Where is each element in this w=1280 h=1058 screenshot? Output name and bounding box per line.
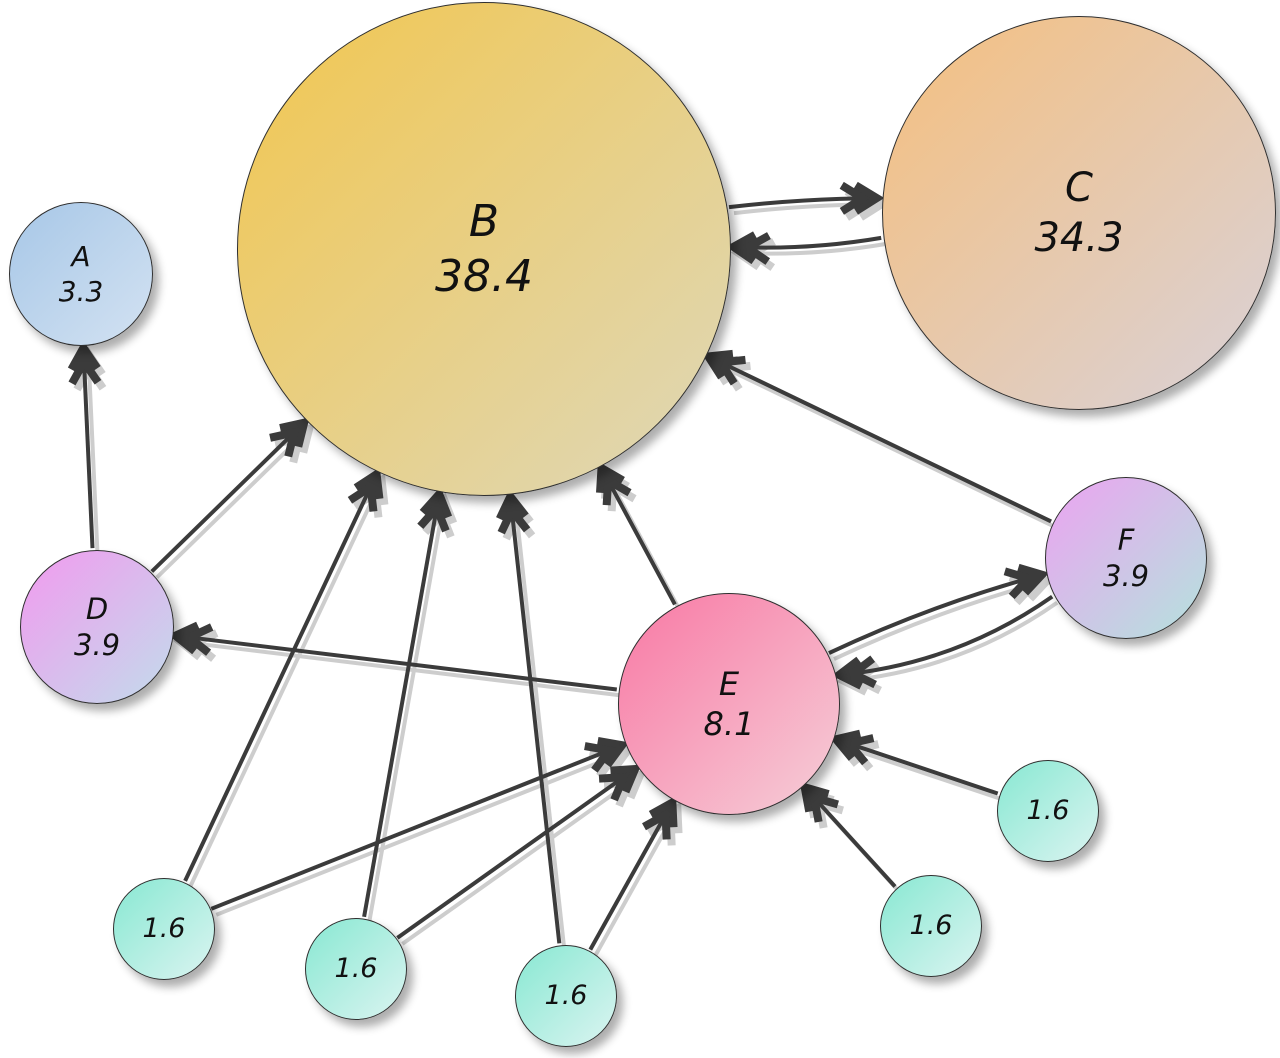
edge-I-B bbox=[508, 496, 562, 944]
edge-F-E bbox=[843, 600, 1059, 683]
node-1.6: 1.6 bbox=[305, 918, 407, 1020]
node-letter: C bbox=[1065, 165, 1093, 211]
arrowhead-I-E bbox=[642, 795, 678, 840]
node-letter: A bbox=[71, 240, 91, 273]
arrowhead-D-B bbox=[269, 417, 310, 458]
arrowhead-C-B bbox=[725, 231, 771, 265]
edge-D-A bbox=[86, 353, 100, 555]
node-letter: F bbox=[1117, 522, 1135, 557]
edge-I-B bbox=[513, 502, 567, 950]
node-value: 3.9 bbox=[73, 628, 121, 662]
edge-F-B bbox=[707, 354, 1052, 524]
edge-E-F bbox=[828, 572, 1043, 655]
arrowhead-E-F bbox=[1003, 563, 1050, 600]
arrowhead-H-E bbox=[598, 764, 642, 802]
edge-K-E bbox=[835, 737, 999, 796]
node-value: 1.6 bbox=[909, 910, 953, 942]
edge-F-B bbox=[712, 360, 1057, 530]
arrowhead-B-C bbox=[839, 181, 885, 215]
arrowhead-I-B bbox=[496, 488, 531, 535]
node-value: 38.4 bbox=[435, 251, 533, 302]
edge-E-D bbox=[175, 633, 618, 692]
node-value: 3.3 bbox=[58, 275, 104, 308]
edge-H-B bbox=[367, 499, 447, 924]
edge-H-B bbox=[362, 493, 442, 918]
node-1.6: 1.6 bbox=[113, 878, 215, 980]
edge-G-E bbox=[210, 743, 623, 911]
arrowhead-G-B bbox=[347, 467, 384, 512]
arrowhead-F-E bbox=[831, 655, 877, 690]
node-letter: E bbox=[718, 665, 740, 703]
edge-I-E bbox=[588, 801, 675, 951]
edge-E-B bbox=[599, 467, 677, 606]
edge-G-B bbox=[183, 473, 379, 882]
node-1.6: 1.6 bbox=[997, 760, 1099, 862]
arrowhead-G-E bbox=[584, 736, 630, 773]
edge-D-A bbox=[81, 347, 95, 549]
node-value: 3.9 bbox=[1102, 559, 1150, 593]
edge-E-D bbox=[180, 639, 623, 698]
arrowhead-E-D bbox=[167, 621, 214, 656]
arrowhead-J-E bbox=[799, 781, 839, 823]
arrowhead-F-B bbox=[701, 349, 746, 386]
node-1.6: 1.6 bbox=[880, 875, 982, 977]
arrowhead-D-A bbox=[67, 340, 102, 386]
node-letter: D bbox=[85, 591, 109, 626]
edge-F-E bbox=[838, 594, 1054, 677]
edge-H-E bbox=[396, 767, 637, 940]
edge-main-layer bbox=[67, 181, 1054, 951]
arrowhead-E-B bbox=[596, 461, 632, 506]
node-value: 1.6 bbox=[142, 913, 186, 945]
node-value: 34.3 bbox=[1034, 215, 1124, 261]
node-1.6: 1.6 bbox=[515, 945, 617, 1047]
arrowhead-K-E bbox=[828, 729, 875, 766]
node-value: 1.6 bbox=[1026, 795, 1070, 827]
node-value: 1.6 bbox=[334, 953, 378, 985]
edge-K-E bbox=[840, 743, 1004, 802]
edge-G-B bbox=[188, 479, 384, 888]
edge-D-B bbox=[150, 421, 306, 573]
arrowhead-H-B bbox=[417, 486, 453, 533]
node-value: 1.6 bbox=[544, 980, 588, 1012]
edge-G-E bbox=[215, 749, 628, 917]
edge-H-E bbox=[401, 773, 642, 946]
node-letter: B bbox=[468, 196, 500, 247]
node-value: 8.1 bbox=[703, 705, 755, 743]
